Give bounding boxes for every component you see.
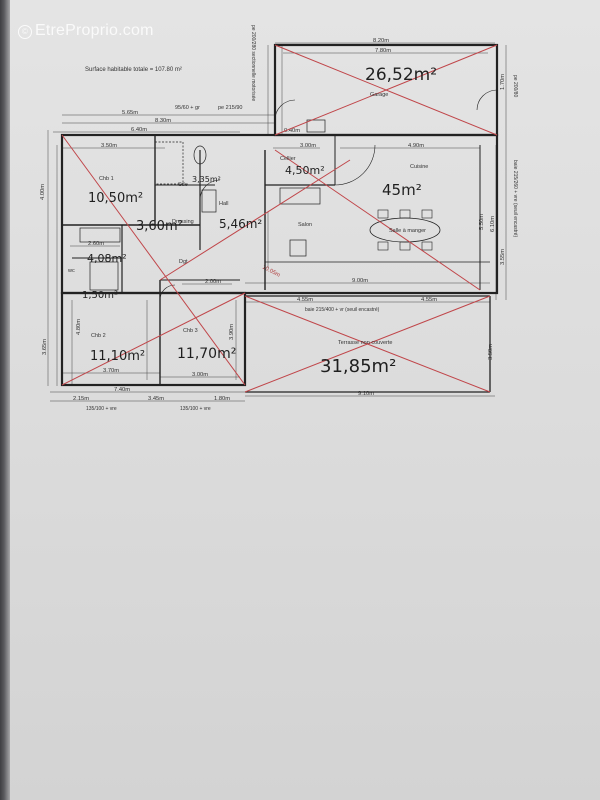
dim-label: 6.40m — [131, 127, 147, 133]
dim-label: 7.40m — [114, 387, 130, 393]
dim-label: 5.50m — [479, 214, 485, 230]
opening-note-terrace: baie 215/400 + vr (seuil encastré) — [305, 307, 380, 313]
dim-label: 2.00m — [205, 279, 221, 285]
room-label-dgt: Dgt — [179, 259, 188, 265]
dim-label: 3.70m — [103, 368, 119, 374]
red-diagonals — [61, 44, 498, 393]
room-label-salon: Salon — [298, 222, 312, 228]
opening-note-garage: pe 200/280 sectionnelle motorisée — [250, 25, 256, 101]
dim-label: 4.80m — [76, 319, 82, 335]
area-hall: 5,46m² — [219, 217, 262, 231]
dim-label: 9.10m — [358, 391, 374, 397]
dim-label: 3.55m — [500, 249, 506, 265]
room-label-hall: Hall — [219, 201, 228, 207]
dim-label: 0.40m — [284, 128, 300, 134]
area-cellier: 4,50m² — [285, 164, 325, 177]
area-wc: 4,08m² — [87, 252, 127, 265]
area-sde: 3,35m² — [192, 175, 221, 184]
dim-diagonal: 10.05m — [261, 264, 281, 278]
area-terrasse: 31,85m² — [320, 356, 396, 377]
dim-label: 1.70m — [500, 74, 506, 90]
dim-label: 8.30m — [155, 118, 171, 124]
opening-note-top2: pe 215/90 — [218, 105, 242, 111]
area-garage: 26,52m² — [365, 65, 437, 85]
area-dressing: 3,60m² — [136, 219, 183, 234]
opening-note-top: 95/60 + gr — [175, 105, 200, 111]
dim-label: 3.00m — [192, 372, 208, 378]
area-cuisine: 45m² — [382, 181, 422, 199]
dim-label: 3.00m — [300, 143, 316, 149]
dim-label: 3.90m — [229, 324, 235, 340]
room-label-chb2: Chb 2 — [91, 333, 106, 339]
dim-label: 4.90m — [408, 143, 424, 149]
dim-label: 3.45m — [148, 396, 164, 402]
paper-sheet — [10, 0, 600, 800]
area-chb2: 11,10m² — [90, 349, 145, 364]
surface-total: Surface habitable totale = 107.80 m² — [85, 67, 182, 73]
dimension-labels: 8.20m 7.80m 5.65m 8.30m 6.40m 0.40m 3.50… — [40, 38, 506, 402]
dimension-lines — [47, 42, 507, 402]
room-label-sde: Sde — [178, 182, 188, 188]
opening-note-bottom1: 135/100 + vre — [86, 406, 117, 412]
room-label-cellier: Cellier — [280, 156, 296, 162]
room-label-wc: wc — [67, 268, 75, 274]
room-label-dressing: Dressing — [172, 219, 194, 225]
dim-label: 2.15m — [73, 396, 89, 402]
room-label-garage: Garage — [370, 92, 388, 98]
walls — [60, 43, 499, 393]
dim-label: 8.20m — [373, 38, 389, 44]
dim-label: 7.80m — [375, 48, 391, 54]
area-chb1: 10,50m² — [88, 191, 143, 206]
dim-label: 3.65m — [42, 339, 48, 355]
area-dgt: 1,50m² — [82, 290, 118, 301]
watermark: ©EtreProprio.com — [18, 22, 154, 40]
area-chb3: 11,70m² — [177, 346, 236, 362]
dim-label: 3.50m — [488, 344, 494, 360]
opening-note-bottom2: 135/100 + vre — [180, 406, 211, 412]
opening-note-right1: pe 200/80 — [512, 75, 518, 97]
dim-label: 6.10m — [490, 216, 496, 232]
dim-label: 5.65m — [122, 110, 138, 116]
room-label-terrasse: Terrasse non couverte — [338, 340, 392, 346]
copyright-icon: © — [18, 25, 32, 39]
room-label-cuisine: Cuisine — [410, 164, 428, 170]
room-label-chb3: Chb 3 — [183, 328, 198, 334]
dim-label: 4.00m — [40, 184, 46, 200]
room-labels: Chb 1 Sde Dressing Hall Cellier Cuisine … — [67, 92, 428, 346]
dim-label: 3.50m — [101, 143, 117, 149]
dim-label: 2.60m — [88, 241, 104, 247]
dim-label: 4.55m — [297, 297, 313, 303]
room-label-chb1: Chb 1 — [99, 176, 114, 182]
dim-label: 4.55m — [421, 297, 437, 303]
opening-note-right2: baie 215/260 + vre (seuil encastré) — [512, 160, 518, 237]
dim-label: 9.00m — [352, 278, 368, 284]
handwritten-areas: 10,50m² 3,35m² 3,60m² 5,46m² 4,50m² 45m²… — [82, 65, 437, 377]
room-label-salle: Salle à manger — [389, 228, 426, 234]
dim-label: 1.80m — [214, 396, 230, 402]
